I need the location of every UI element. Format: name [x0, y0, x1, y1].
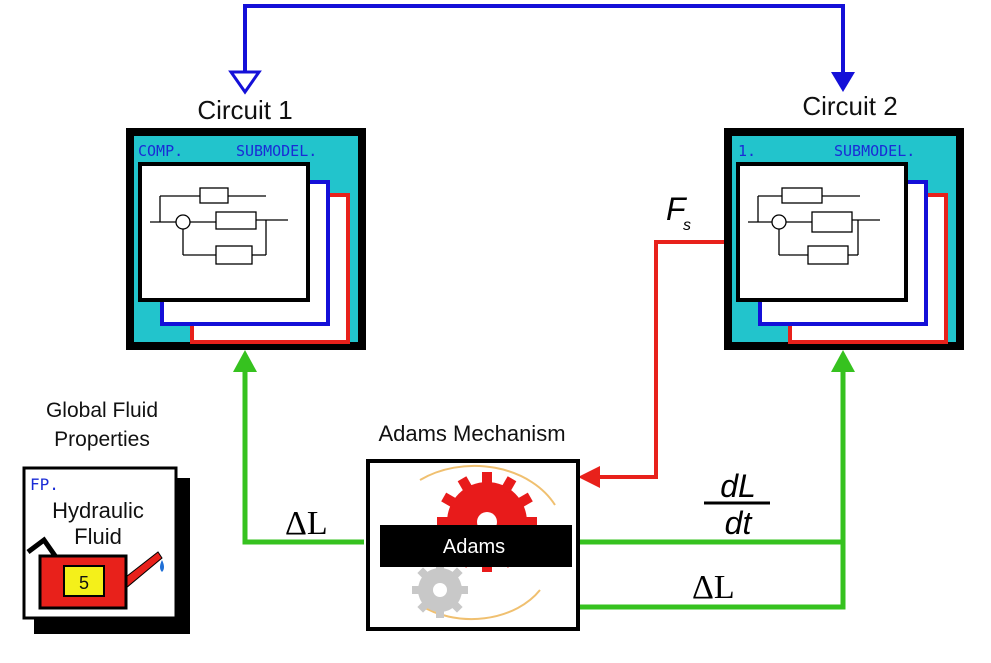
- derivative-denominator: dt: [725, 505, 753, 541]
- motion-arc: [419, 464, 556, 506]
- circuit-1-header-right: SUBMODEL.: [236, 142, 317, 160]
- fluid-line2: Fluid: [74, 524, 122, 549]
- circuit-1-header-left: COMP.: [138, 142, 183, 160]
- delta-l-right-label: ΔL: [692, 569, 735, 606]
- delta-l-left-label: ΔL: [285, 505, 328, 542]
- circuit-2-block[interactable]: 1. SUBMODEL. Circuit 2: [724, 91, 964, 350]
- adams-title: Adams Mechanism: [378, 421, 565, 446]
- circuit-2-title: Circuit 2: [802, 91, 897, 121]
- circuit-1-feedback-arrow: [233, 350, 257, 372]
- fluid-number: 5: [79, 573, 89, 593]
- oil-can-icon: [26, 536, 164, 610]
- fluid-tag: FP.: [30, 475, 59, 494]
- circuit-1-title: Circuit 1: [197, 95, 292, 125]
- circuit-2-header-right: SUBMODEL.: [834, 142, 915, 160]
- grey-gear-icon: [412, 562, 468, 618]
- block-diagram-icon: [150, 187, 288, 265]
- fluid-title-line1: Global Fluid: [46, 399, 158, 422]
- adams-mechanism-block[interactable]: Adams Mechanism: [366, 421, 580, 631]
- force-signal-connector: [578, 240, 724, 488]
- circuit-1-block[interactable]: COMP. SUBMODEL. Circuit 1: [126, 95, 366, 350]
- adams-label: Adams: [443, 536, 505, 558]
- force-subscript: s: [683, 217, 691, 234]
- derivative-numerator: dL: [720, 468, 756, 504]
- circuit-link-connector: [228, 4, 855, 95]
- fluid-properties-block[interactable]: FP. Hydraulic Fluid 5: [22, 466, 190, 634]
- force-label: F: [666, 191, 688, 227]
- adams-label-bar: [380, 525, 572, 567]
- block-diagram-icon: [748, 187, 880, 265]
- fluid-line1: Hydraulic: [52, 498, 144, 523]
- circuit-2-feedback-arrow: [831, 350, 855, 372]
- fluid-title-line2: Properties: [54, 428, 150, 451]
- circuit-2-header-left: 1.: [738, 142, 756, 160]
- feedback-connectors: [242, 368, 846, 610]
